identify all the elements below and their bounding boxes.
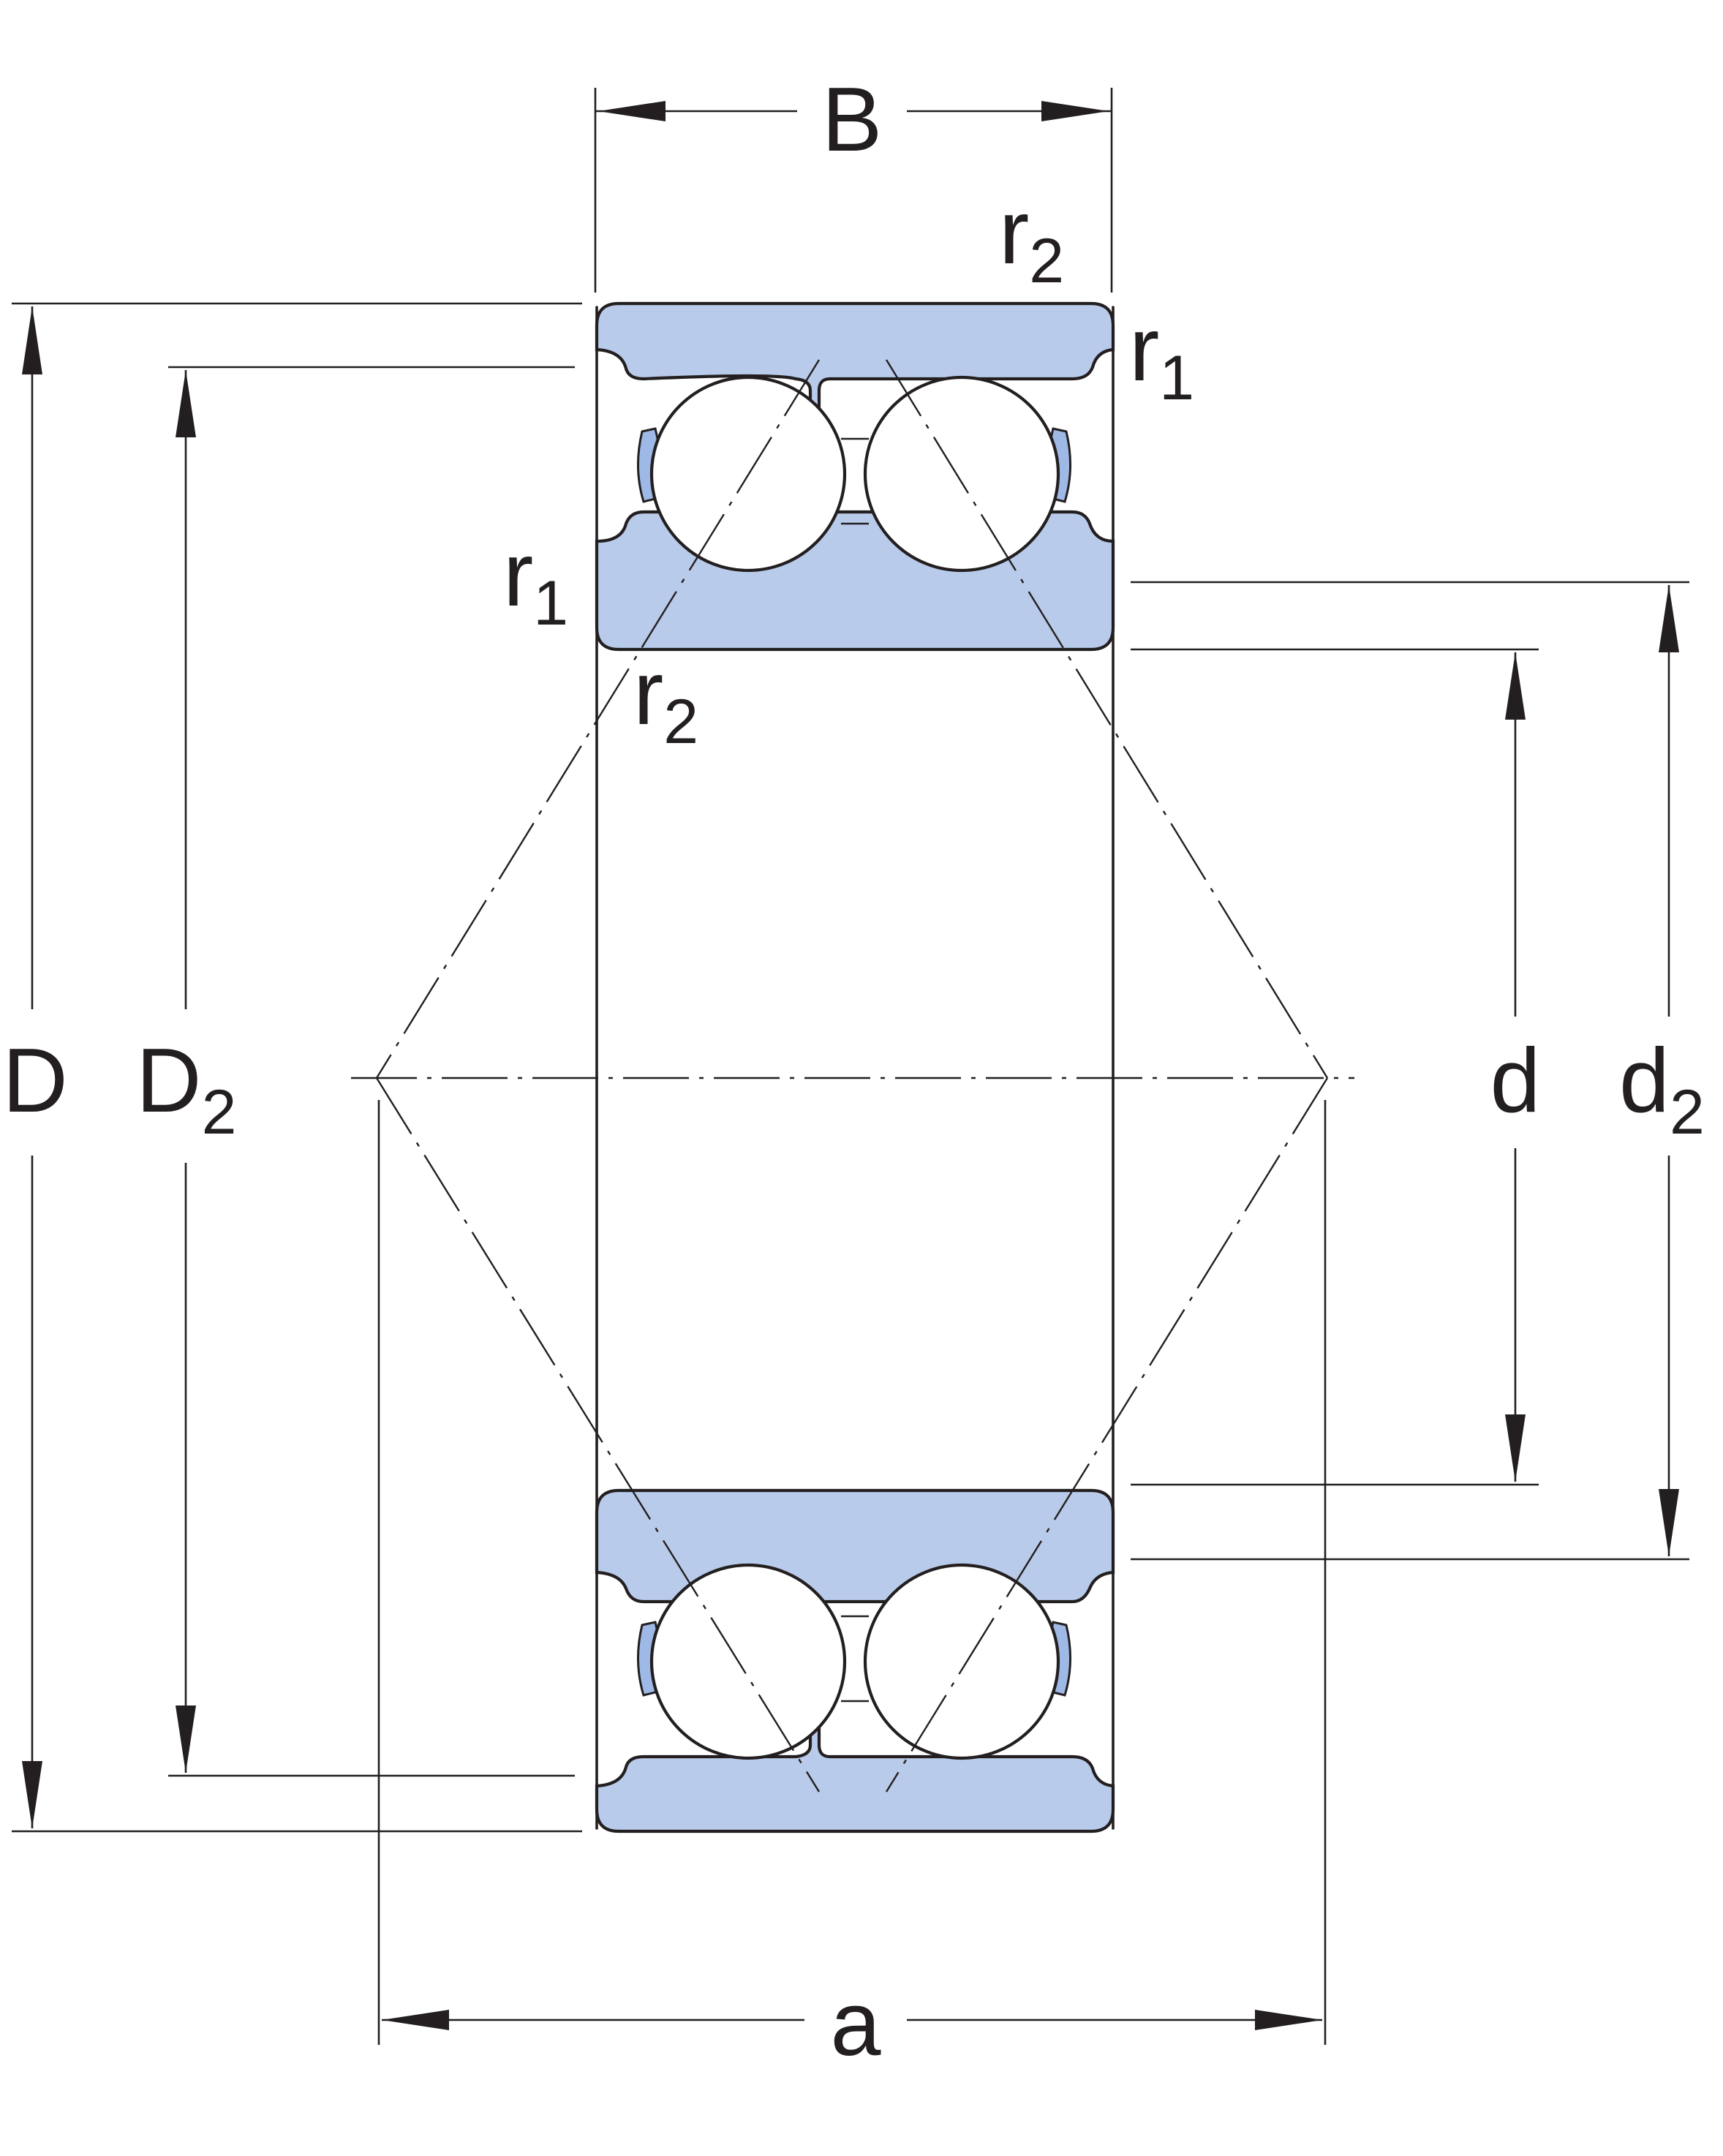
label-D2: D2 xyxy=(136,1030,236,1147)
upper-outer-ring xyxy=(595,301,1115,434)
dimension-B xyxy=(594,88,1113,293)
dimension-D xyxy=(12,302,582,1833)
lower-bearing-section xyxy=(595,1488,1115,1833)
lower-ball-left xyxy=(649,1563,847,1760)
lower-inner-ring xyxy=(595,1488,1115,1604)
dimension-D2 xyxy=(168,366,575,1777)
dimension-d2 xyxy=(1131,581,1689,1561)
dimension-d xyxy=(1131,648,1539,1486)
upper-ball-right xyxy=(863,375,1060,573)
label-r1-top: r1 xyxy=(1129,299,1194,413)
upper-bearing-section xyxy=(595,301,1115,652)
lower-ball-right xyxy=(863,1563,1060,1760)
contact-angle-lines xyxy=(375,359,1329,1793)
label-r2-mid: r2 xyxy=(633,643,698,757)
label-d: d xyxy=(1490,1030,1541,1131)
label-r2-top: r2 xyxy=(999,182,1064,296)
label-B: B xyxy=(822,69,883,170)
label-a: a xyxy=(831,1974,881,2075)
label-d2: d2 xyxy=(1619,1030,1705,1147)
lower-outer-ring xyxy=(595,1702,1115,1833)
label-r1-mid: r1 xyxy=(503,524,568,638)
dimension-a xyxy=(377,1100,1327,2045)
label-D: D xyxy=(2,1030,68,1131)
